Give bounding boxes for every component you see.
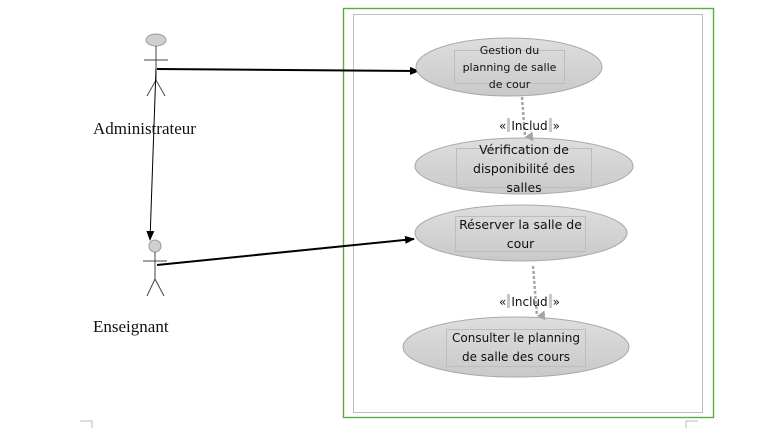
actor-administrateur-label: Administrateur [93, 119, 196, 138]
include-label-1-close: » [552, 119, 560, 133]
usecase-consulter-label: Consulter le planning de salle des cours [446, 329, 586, 367]
include-label-2-bar-left [507, 294, 511, 308]
system-boundary-inner [353, 14, 703, 413]
page-corner-marks [80, 420, 698, 428]
include-label-2-word: Includ [511, 295, 548, 309]
usecase-verification-ellipse [414, 137, 634, 195]
usecase-reserver-label: Réserver la salle de cour [455, 216, 586, 252]
include-label-2-open: « [499, 295, 507, 309]
usecase-consulter-ellipse [402, 316, 630, 378]
usecase-verification-label: Vérification de disponibilité des salles [456, 142, 592, 195]
association-admin-gestion [156, 66, 420, 75]
include-label-1-bar-left [507, 118, 511, 132]
include-label-2-bar-right [548, 294, 552, 308]
include-label-2-close: » [552, 295, 560, 309]
usecase-gestion-label: Gestion du planning de salle de cour [454, 44, 565, 91]
actor-enseignant-label: Enseignant [93, 317, 169, 336]
include-arrow-1 [520, 96, 534, 142]
include-label-2: « Includ » [499, 294, 560, 309]
actor-enseignant-figure [143, 239, 167, 297]
system-boundary-outer [342, 7, 715, 419]
include-label-1-bar-right [548, 118, 552, 132]
usecase-gestion-ellipse [415, 37, 603, 97]
include-arrow-2 [531, 265, 546, 321]
include-label-1: « Includ » [499, 118, 560, 133]
actor-link-arrow [146, 67, 157, 241]
include-label-1-word: Includ [511, 119, 548, 133]
include-label-1-open: « [499, 119, 507, 133]
association-enseignant-reserver [156, 235, 415, 266]
usecase-reserver-ellipse [414, 204, 628, 262]
actor-administrateur-figure [144, 33, 168, 97]
